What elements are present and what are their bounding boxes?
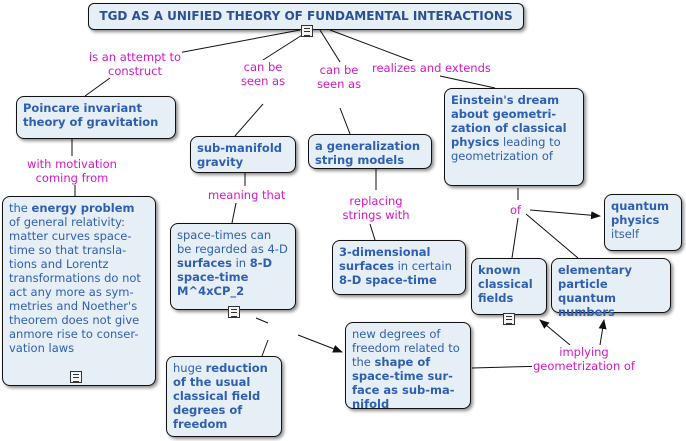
edge-replacing-threedim bbox=[369, 223, 376, 241]
link-label-seen-as-1: can be seen as bbox=[240, 60, 286, 88]
node-new-degrees[interactable]: new degrees of freedom related to the sh… bbox=[345, 322, 471, 411]
link-label-motivation: with motivation coming from bbox=[22, 157, 122, 185]
link-label-meaning: meaning that bbox=[208, 188, 286, 202]
node-known-fields[interactable]: known classical fields bbox=[471, 258, 547, 315]
edge-implying-newdeg bbox=[297, 334, 343, 353]
edge-spacetimes-implying bbox=[255, 317, 269, 324]
edge-title-seen2 bbox=[319, 29, 341, 63]
node-elementary-text: elementary particle quantum numbers bbox=[558, 263, 632, 319]
node-quantum-bold: quantum physics bbox=[611, 199, 670, 227]
node-huge-text: huge bbox=[173, 361, 206, 375]
node-newdeg-bold: shape of space-time sur-face as sub-ma-n… bbox=[352, 355, 455, 411]
node-generalization[interactable]: a generalization string models bbox=[308, 134, 432, 169]
node-3d-text: in certain bbox=[393, 259, 452, 273]
node-poincare-text: Poincare invariant theory of gravitation bbox=[23, 101, 159, 129]
node-3d-bold-1: 3-dimensional surfaces bbox=[339, 245, 431, 273]
link-label-seen-as-2: can be seen as bbox=[316, 63, 362, 91]
node-spacetimes-text-2: in bbox=[231, 256, 250, 270]
node-energy-text-1: the bbox=[9, 201, 32, 215]
node-einstein-text: leading to geometrization of bbox=[451, 135, 561, 163]
document-icon[interactable] bbox=[301, 25, 313, 37]
edge-title-realizes bbox=[329, 29, 421, 65]
node-quantum-text: itself bbox=[611, 227, 640, 241]
node-spacetimes-bold-1: surfaces bbox=[177, 256, 232, 270]
title-node[interactable]: TGD AS A UNIFIED THEORY OF FUNDAMENTAL I… bbox=[88, 3, 524, 30]
edge-meaning-spacetimes bbox=[231, 202, 237, 224]
node-newdeg-text: new degrees of freedom related to the bbox=[352, 327, 460, 369]
node-3d-bold-2: 8-D space-time bbox=[339, 273, 437, 287]
node-spacetimes[interactable]: space-times can be regarded as 4-D surfa… bbox=[170, 223, 296, 310]
node-3d-surfaces[interactable]: 3-dimensional surfaces in certain 8-D sp… bbox=[332, 240, 466, 295]
node-spacetimes-bold-2: 8-D space-time M^4xCP_2 bbox=[177, 256, 273, 298]
node-einstein-bold: Einstein's dream about geometri-zation o… bbox=[451, 93, 567, 149]
edge-seen1-submanifold bbox=[234, 103, 264, 137]
document-icon[interactable] bbox=[228, 306, 240, 318]
node-poincare[interactable]: Poincare invariant theory of gravitation bbox=[16, 96, 176, 139]
link-label-replacing: replacing strings with bbox=[330, 194, 422, 222]
node-elementary-particle[interactable]: elementary particle quantum numbers bbox=[551, 258, 671, 319]
node-known-text: known classical fields bbox=[478, 263, 533, 305]
node-quantum-physics[interactable]: quantum physics itself bbox=[604, 194, 682, 251]
node-spacetimes-text-1: space-times can be regarded as 4-D bbox=[177, 228, 288, 256]
node-einstein-dream[interactable]: Einstein's dream about geometri-zation o… bbox=[444, 88, 584, 186]
node-energy-problem[interactable]: the energy problem of general relativity… bbox=[2, 196, 156, 386]
node-submanifold-gravity[interactable]: sub-manifold gravity bbox=[190, 136, 296, 173]
node-submanifold-text: sub-manifold gravity bbox=[197, 141, 282, 169]
link-label-attempt: is an attempt to construct bbox=[88, 50, 182, 78]
edge-of-known bbox=[511, 217, 519, 259]
edge-implying2-elementary bbox=[598, 319, 607, 346]
node-huge-bold: reduction of the usual classical field d… bbox=[173, 361, 268, 431]
edge-of-elementary bbox=[525, 213, 579, 259]
title-text: TGD AS A UNIFIED THEORY OF FUNDAMENTAL I… bbox=[99, 9, 513, 23]
document-icon[interactable] bbox=[503, 313, 515, 325]
edge-attempt-poincare bbox=[84, 77, 111, 97]
edge-implying-huge bbox=[261, 339, 269, 357]
link-label-realizes: realizes and extends bbox=[372, 61, 491, 75]
node-huge-reduction[interactable]: huge reduction of the usual classical fi… bbox=[166, 356, 282, 437]
edge-of-quantum bbox=[529, 209, 601, 220]
link-label-implying-geometrization: implying geometrization of bbox=[532, 345, 636, 373]
edge-seen2-generalization bbox=[339, 107, 351, 135]
edge-implying2-known bbox=[539, 319, 571, 346]
node-energy-text-2: of general relativity: matter curves spa… bbox=[9, 215, 141, 355]
document-icon[interactable] bbox=[70, 371, 82, 383]
node-generalization-text: a generalization string models bbox=[315, 139, 421, 167]
link-label-of: of bbox=[510, 203, 522, 217]
edge-realizes-einstein bbox=[439, 75, 496, 89]
node-energy-bold: energy problem bbox=[31, 201, 135, 215]
